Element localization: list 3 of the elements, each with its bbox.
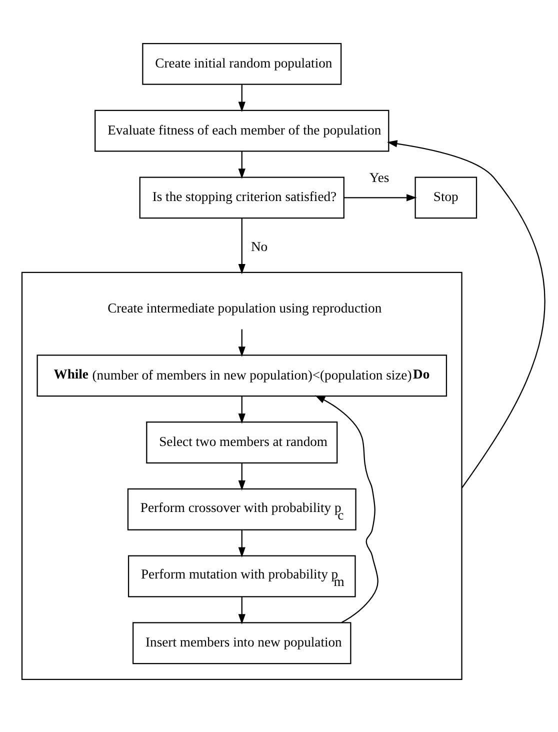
edge-label: No [250,239,268,254]
edge-label: Yes [369,170,390,185]
node-text: Create intermediate population using reproduction [108,300,382,316]
